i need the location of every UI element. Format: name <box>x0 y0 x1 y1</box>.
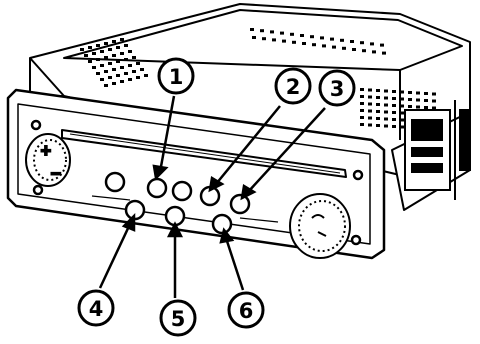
callout-arrows <box>98 95 326 298</box>
panel-lines <box>91 195 279 223</box>
callout-5: 5 <box>159 299 197 337</box>
callout-6-label: 6 <box>239 299 254 323</box>
tuning-knob <box>289 193 351 259</box>
faceplate <box>6 88 386 260</box>
callout-5-label: 5 <box>171 307 186 331</box>
callout-3: 3 <box>318 69 356 107</box>
callout-3-label: 3 <box>330 77 345 101</box>
button-6 <box>211 213 233 235</box>
button-3 <box>229 193 251 215</box>
minus-symbol: − <box>50 166 62 182</box>
circuit-board-pattern <box>80 28 436 131</box>
callout-1-label: 1 <box>169 65 184 89</box>
buttons <box>104 171 251 235</box>
volume-knob: + − <box>25 133 71 187</box>
callout-labels: 1 2 3 4 5 6 <box>77 57 356 337</box>
callout-2-label: 2 <box>286 75 301 99</box>
plus-symbol: + <box>40 143 52 159</box>
callout-4-label: 4 <box>89 297 104 321</box>
side-panel <box>404 100 471 200</box>
callout-4: 4 <box>77 289 115 327</box>
button-1 <box>146 177 168 199</box>
button-left-upper <box>104 171 126 193</box>
callout-2: 2 <box>274 67 312 105</box>
button-upper-middle <box>171 180 193 202</box>
callout-6: 6 <box>227 291 265 329</box>
callout-1: 1 <box>157 57 195 95</box>
